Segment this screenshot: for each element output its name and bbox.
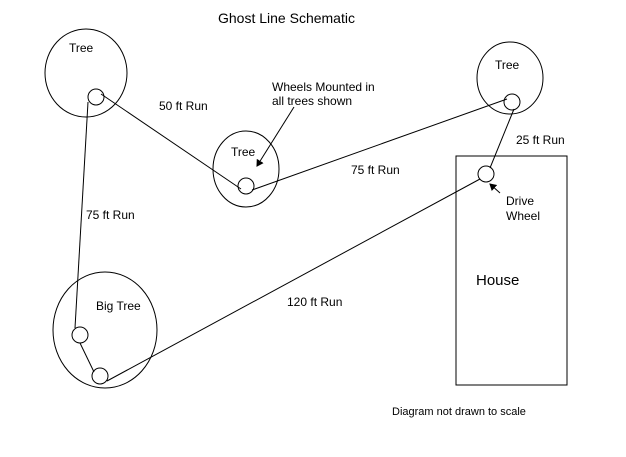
run-line-75-right [251, 98, 508, 191]
wheels-note-line2: all trees shown [272, 94, 352, 108]
run-line-50 [100, 93, 242, 190]
wheel-middle [237, 177, 255, 195]
run-line-25 [489, 108, 515, 169]
drive-wheel-label-line1: Drive [506, 194, 534, 208]
tree-middle-label: Tree [231, 145, 256, 159]
run-line-75-left [74, 101, 89, 329]
run-label-25: 25 ft Run [516, 133, 565, 147]
tree-top-right-circle [476, 41, 544, 115]
run-label-120: 120 ft Run [287, 295, 342, 309]
scale-note: Diagram not drawn to scale [392, 406, 526, 418]
run-label-50: 50 ft Run [159, 99, 208, 113]
wheel-top-right [503, 93, 521, 111]
wheel-big-tree-upper [71, 326, 89, 344]
big-tree-label: Big Tree [96, 299, 141, 313]
drive-wheel-annotation-arrow [489, 183, 501, 194]
run-line-120 [106, 178, 481, 382]
house-label: House [476, 272, 519, 289]
run-line-big-tree [79, 342, 95, 373]
tree-top-left-label: Tree [69, 41, 94, 55]
wheels-note-line1: Wheels Mounted in [272, 80, 375, 94]
drive-wheel-label-line2: Wheel [506, 209, 540, 223]
run-label-75-right: 75 ft Run [351, 163, 400, 177]
wheels-annotation-arrow [256, 106, 295, 167]
tree-top-right-label: Tree [495, 58, 520, 72]
big-tree-circle [52, 271, 158, 389]
tree-middle-circle [212, 130, 280, 208]
wheel-drive [477, 165, 495, 183]
diagram-title: Ghost Line Schematic [218, 10, 355, 26]
tree-top-left-circle [44, 28, 128, 118]
house-rect [455, 155, 568, 386]
wheel-big-tree-lower [91, 367, 109, 385]
run-label-75-left: 75 ft Run [86, 208, 135, 222]
wheel-top-left [87, 88, 105, 106]
